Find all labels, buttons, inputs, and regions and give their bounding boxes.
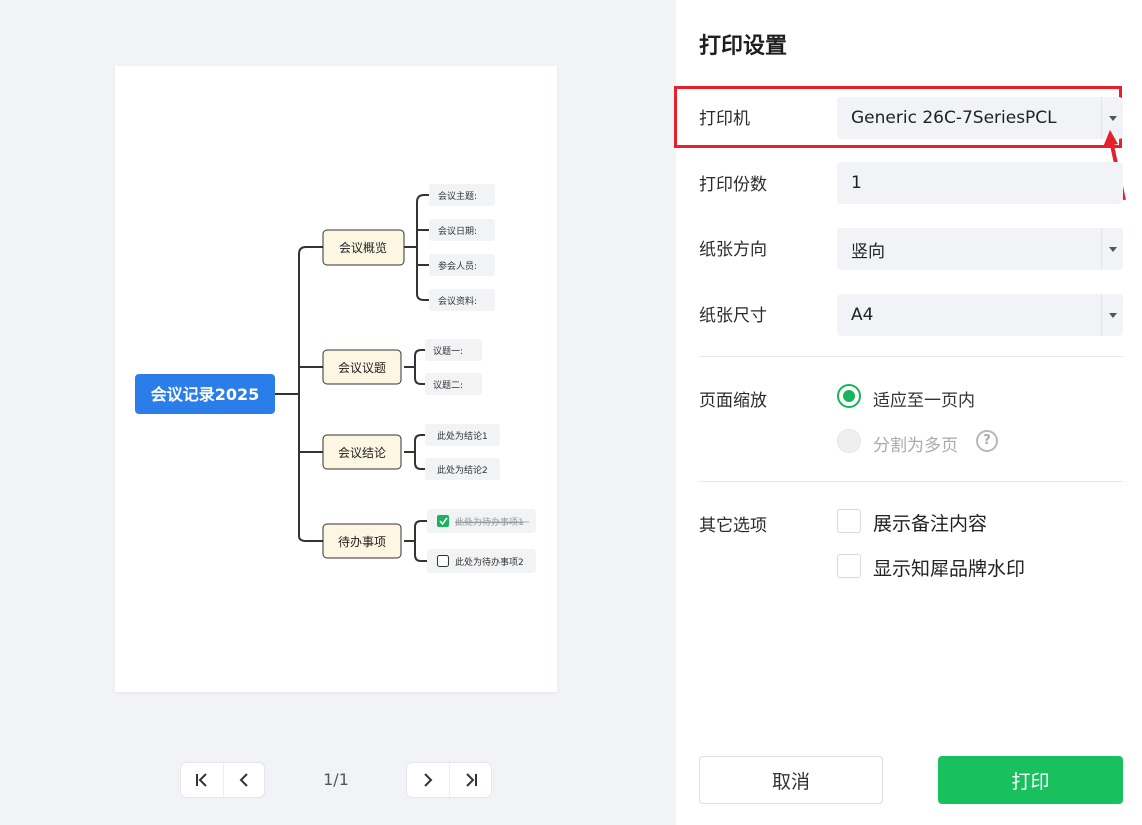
mindmap-branch-node: 会议结论 — [322, 434, 402, 470]
last-page-button[interactable] — [449, 763, 491, 797]
divider — [699, 481, 1123, 482]
mindmap-root-node: 会议记录2025 — [135, 374, 275, 414]
panel-title: 打印设置 — [699, 34, 788, 59]
chevron-left-icon — [239, 773, 248, 787]
mindmap-leaf-label: 议题一: — [433, 346, 463, 357]
pager-right-group — [406, 762, 492, 798]
mindmap-leaf-node: 会议资料: — [429, 289, 495, 311]
mindmap-leaf-node: 此处为结论2 — [425, 458, 500, 480]
show-watermark-checkbox[interactable] — [837, 554, 861, 578]
mindmap-leaf-node: 参会人员: — [429, 254, 495, 276]
paper-size-select[interactable]: A4 — [837, 294, 1123, 336]
mindmap-leaf-node: 议题一: — [425, 339, 482, 361]
copies-value: 1 — [851, 173, 862, 193]
next-page-button[interactable] — [407, 763, 449, 797]
other-options-label: 其它选项 — [699, 516, 767, 536]
mindmap-branch-node: 待办事项 — [322, 523, 402, 559]
split-pages-label[interactable]: 分割为多页 — [873, 436, 958, 456]
preview-area: 会议记录2025 会议概览 会议议题 会议结论 待办事项 — [115, 66, 557, 798]
mindmap-leaf-node: 议题二: — [425, 373, 482, 395]
print-button[interactable]: 打印 — [938, 756, 1123, 804]
mindmap-leaf-label: 议题二: — [433, 380, 463, 391]
fit-one-page-label[interactable]: 适应至一页内 — [873, 391, 975, 411]
divider — [699, 356, 1123, 357]
mindmap-branch-node: 会议概览 — [322, 229, 405, 266]
split-pages-radio[interactable] — [837, 429, 861, 453]
chevron-right-icon — [424, 773, 433, 787]
mindmap-branch-label: 待办事项 — [338, 534, 386, 549]
mindmap-leaf-node: 此处为结论1 — [425, 424, 500, 446]
first-page-button[interactable] — [181, 763, 223, 797]
mindmap-branch-node: 会议议题 — [322, 349, 402, 385]
printer-select[interactable]: Generic 26C-7SeriesPCL — [837, 97, 1123, 139]
mindmap-leaf-label: 参会人员: — [438, 260, 477, 272]
dropdown-arrow-icon[interactable] — [1101, 228, 1123, 270]
show-watermark-label[interactable]: 显示知犀品牌水印 — [873, 558, 1026, 580]
preview-page: 会议记录2025 会议概览 会议议题 会议结论 待办事项 — [115, 66, 557, 692]
cancel-button[interactable]: 取消 — [699, 756, 883, 804]
mindmap-leaf-label: 此处为结论1 — [437, 430, 488, 442]
orientation-select[interactable]: 竖向 — [837, 228, 1123, 270]
checked-checkbox-icon — [437, 515, 449, 527]
pager-left-group — [180, 762, 265, 798]
mindmap-branch-label: 会议议题 — [338, 361, 386, 375]
mindmap-leaf-label: 会议日期: — [438, 225, 477, 237]
scaling-label: 页面缩放 — [699, 391, 767, 411]
mindmap-root-label: 会议记录2025 — [151, 385, 260, 404]
orientation-value: 竖向 — [851, 241, 885, 262]
copies-label: 打印份数 — [699, 175, 767, 195]
mindmap-leaf-node: 此处为待办事项1 — [427, 509, 536, 533]
mindmap-branch-label: 会议概览 — [339, 240, 387, 255]
mindmap-leaf-node: 会议主题: — [429, 184, 495, 206]
paper-size-label: 纸张尺寸 — [699, 306, 767, 326]
unchecked-checkbox-icon — [437, 555, 449, 567]
dropdown-arrow-icon[interactable] — [1101, 97, 1123, 139]
orientation-label: 纸张方向 — [699, 240, 767, 260]
prev-page-button[interactable] — [222, 763, 265, 797]
printer-label: 打印机 — [699, 109, 750, 129]
mindmap-leaf-node: 会议日期: — [429, 219, 495, 241]
first-page-icon — [195, 773, 207, 787]
show-notes-checkbox[interactable] — [837, 509, 861, 533]
last-page-icon — [465, 773, 477, 787]
copies-input[interactable]: 1 — [837, 162, 1123, 204]
help-icon[interactable]: ? — [976, 430, 998, 452]
mindmap-leaf-node: 此处为待办事项2 — [427, 549, 536, 573]
print-settings-panel: 打印设置 打印机 Generic 26C-7SeriesPCL 打印份数 1 纸… — [674, 0, 1142, 825]
mindmap-branch-label: 会议结论 — [338, 446, 386, 460]
mindmap-leaf-label: 会议主题: — [438, 190, 477, 202]
fit-one-page-radio[interactable] — [837, 384, 861, 408]
mindmap-preview: 会议记录2025 会议概览 会议议题 会议结论 待办事项 — [135, 184, 536, 573]
mindmap-leaf-label: 此处为待办事项2 — [455, 556, 524, 568]
dropdown-arrow-icon[interactable] — [1101, 294, 1123, 336]
page-indicator: 1/1 — [323, 770, 349, 789]
printer-value: Generic 26C-7SeriesPCL — [851, 108, 1057, 128]
mindmap-leaf-label: 此处为结论2 — [437, 464, 488, 476]
paper-size-value: A4 — [851, 305, 874, 325]
mindmap-leaf-label: 会议资料: — [438, 295, 477, 307]
show-notes-label[interactable]: 展示备注内容 — [873, 513, 988, 535]
